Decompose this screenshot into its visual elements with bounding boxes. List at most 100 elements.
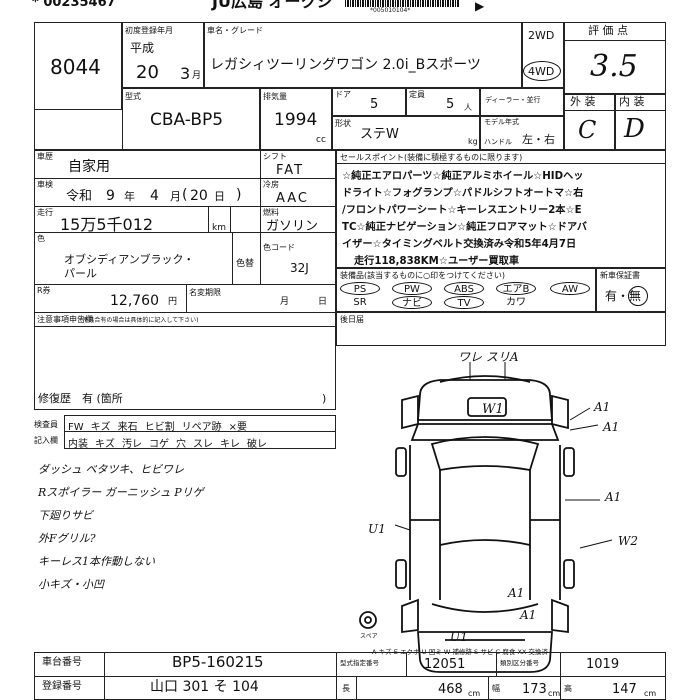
inspector-item: キレ [220, 439, 240, 450]
inspection-label: 車検 [37, 180, 53, 189]
barcode [345, 0, 460, 7]
handle-value: 左・右 [522, 133, 555, 146]
first-reg-cell [122, 22, 204, 88]
chassis-value: BP5-160215 [172, 653, 264, 671]
damage-mark-4: U1 [368, 522, 386, 536]
cat-no-label: 類別区分番号 [500, 659, 539, 667]
dealer-label: ディーラー・並行 [485, 96, 541, 104]
first-reg-month: 3 [180, 64, 191, 83]
sales-points-frame [336, 150, 666, 268]
info-frame [34, 150, 336, 410]
type-no-label: 型式指定番号 [340, 659, 379, 667]
displacement-value: 1994 [274, 110, 318, 130]
mileage-unit: km [212, 223, 226, 233]
inspector-label-1: 検査員 [34, 420, 58, 429]
dealer-cell [480, 88, 564, 116]
notes-label: 注意事項申告欄 [37, 315, 93, 324]
aircon-value: AAC [276, 191, 309, 206]
after-frame [336, 312, 666, 346]
sales-point-line: /フロントパワーシート☆キーレスエントリー2本☆E [342, 205, 582, 216]
inspector-row-2: 内装キズ汚レコゲ穴スレキレ破レ [68, 435, 334, 450]
handwritten-line: 小キズ・小凹 [38, 578, 104, 591]
load-unit: kg [468, 137, 478, 146]
new-warranty-label: 新車保証書 [600, 271, 640, 280]
equipment-frame [336, 268, 596, 312]
inspection-year-unit: 年 [124, 190, 135, 203]
shape-label: 形状 [335, 119, 351, 128]
shape-cell [332, 116, 480, 150]
capacity-unit: 人 [464, 103, 472, 112]
color-change-label: 色替 [236, 259, 255, 269]
equipment-item: エアB [496, 282, 536, 295]
rename-label: 名変期限 [189, 288, 221, 297]
model-cell [122, 88, 260, 150]
equipment-item: PW [392, 282, 432, 295]
displacement-unit: cc [316, 135, 326, 145]
interior-value: D [624, 114, 645, 144]
capacity-value: 5 [446, 97, 455, 112]
equipment-item: TV [444, 296, 484, 309]
exterior-label: 外 装 [570, 95, 596, 108]
first-reg-year: 20 [136, 62, 159, 83]
first-reg-label: 初度登録年月 [125, 26, 173, 35]
inspector-item: 来石 [117, 422, 138, 433]
drive-2wd: 2WD [528, 29, 555, 42]
width-value: 173 [522, 682, 547, 697]
auction-name: JU広島 オークシ [212, 0, 333, 11]
inspector-item: ヒビ割 [144, 422, 175, 433]
width-label: 幅 [492, 684, 500, 693]
sales-point-line: イザー☆タイミングベルト交換済み令和5年4月7日 [342, 239, 577, 250]
model-year-cell [480, 116, 564, 150]
height-unit: cm [644, 689, 657, 698]
inspection-day-unit: 日 [214, 190, 225, 203]
damage-mark-5: A1 [605, 490, 622, 504]
notes-sub: (不具合有の場合は具体的に記入して下さい) [80, 317, 199, 324]
inspector-item: FW [68, 422, 84, 433]
inspector-item: 汚レ [122, 439, 142, 450]
exterior-cell [564, 94, 615, 150]
drive-cell [522, 22, 564, 88]
lot-cell [34, 22, 122, 110]
color-value-1: オブシディアンブラック・ [64, 253, 195, 266]
inspection-month-unit: 月 [170, 190, 181, 203]
damage-mark-9: U1 [450, 630, 468, 644]
interior-cell [615, 94, 666, 150]
inspection-era: 令和 [66, 189, 93, 204]
inspector-item: コゲ [149, 439, 169, 450]
width-unit: cm [548, 689, 561, 698]
equipment-item: PS [340, 282, 380, 295]
reg-no-value: 山口 301 そ 104 [150, 679, 259, 695]
displacement-label: 排気量 [263, 92, 287, 101]
fuel-label: 燃料 [263, 208, 279, 217]
height-label: 高 [564, 684, 572, 693]
inspector-item: 内装 [68, 439, 88, 450]
recycle-label: R券 [37, 286, 51, 295]
inspector-frame [64, 415, 336, 449]
exterior-value: C [578, 116, 597, 144]
diagram-top-note: ワレ スリA [458, 350, 519, 364]
new-warranty-cell [596, 268, 666, 312]
car-name-cell [204, 22, 522, 88]
rename-day-unit: 日 [318, 297, 328, 307]
length-value: 468 [438, 682, 463, 697]
handwritten-line: 外Fグリル? [38, 532, 96, 545]
handwritten-line: キーレス1本作動しない [38, 555, 155, 568]
repair-value: 有 (箇所 [82, 392, 123, 405]
interior-label: 内 装 [619, 95, 645, 108]
spare-label: スペア [360, 633, 378, 640]
damage-mark-3: A1 [603, 420, 620, 434]
repair-close: ) [322, 392, 327, 405]
grade-value: 3.5 [590, 49, 638, 84]
sales-point-line: ☆純正エアロパーツ☆純正アルミホイール☆HIDヘッ [342, 171, 584, 182]
doors-cell [332, 88, 406, 116]
equipment-item: カワ [506, 297, 526, 308]
inspector-item: 穴 [176, 439, 186, 450]
shift-value: FAT [276, 163, 305, 178]
fuel-value: ガソリン [266, 219, 319, 234]
color-label: 色 [37, 234, 45, 243]
model-year-label: モデル年式 [484, 118, 519, 126]
damage-mark-8: A1 [520, 608, 537, 622]
usage-label: 車歴 [37, 152, 53, 161]
sales-point-line: ドライト☆フォグランプ☆パドルシフトオートマ☆右 [342, 188, 584, 199]
